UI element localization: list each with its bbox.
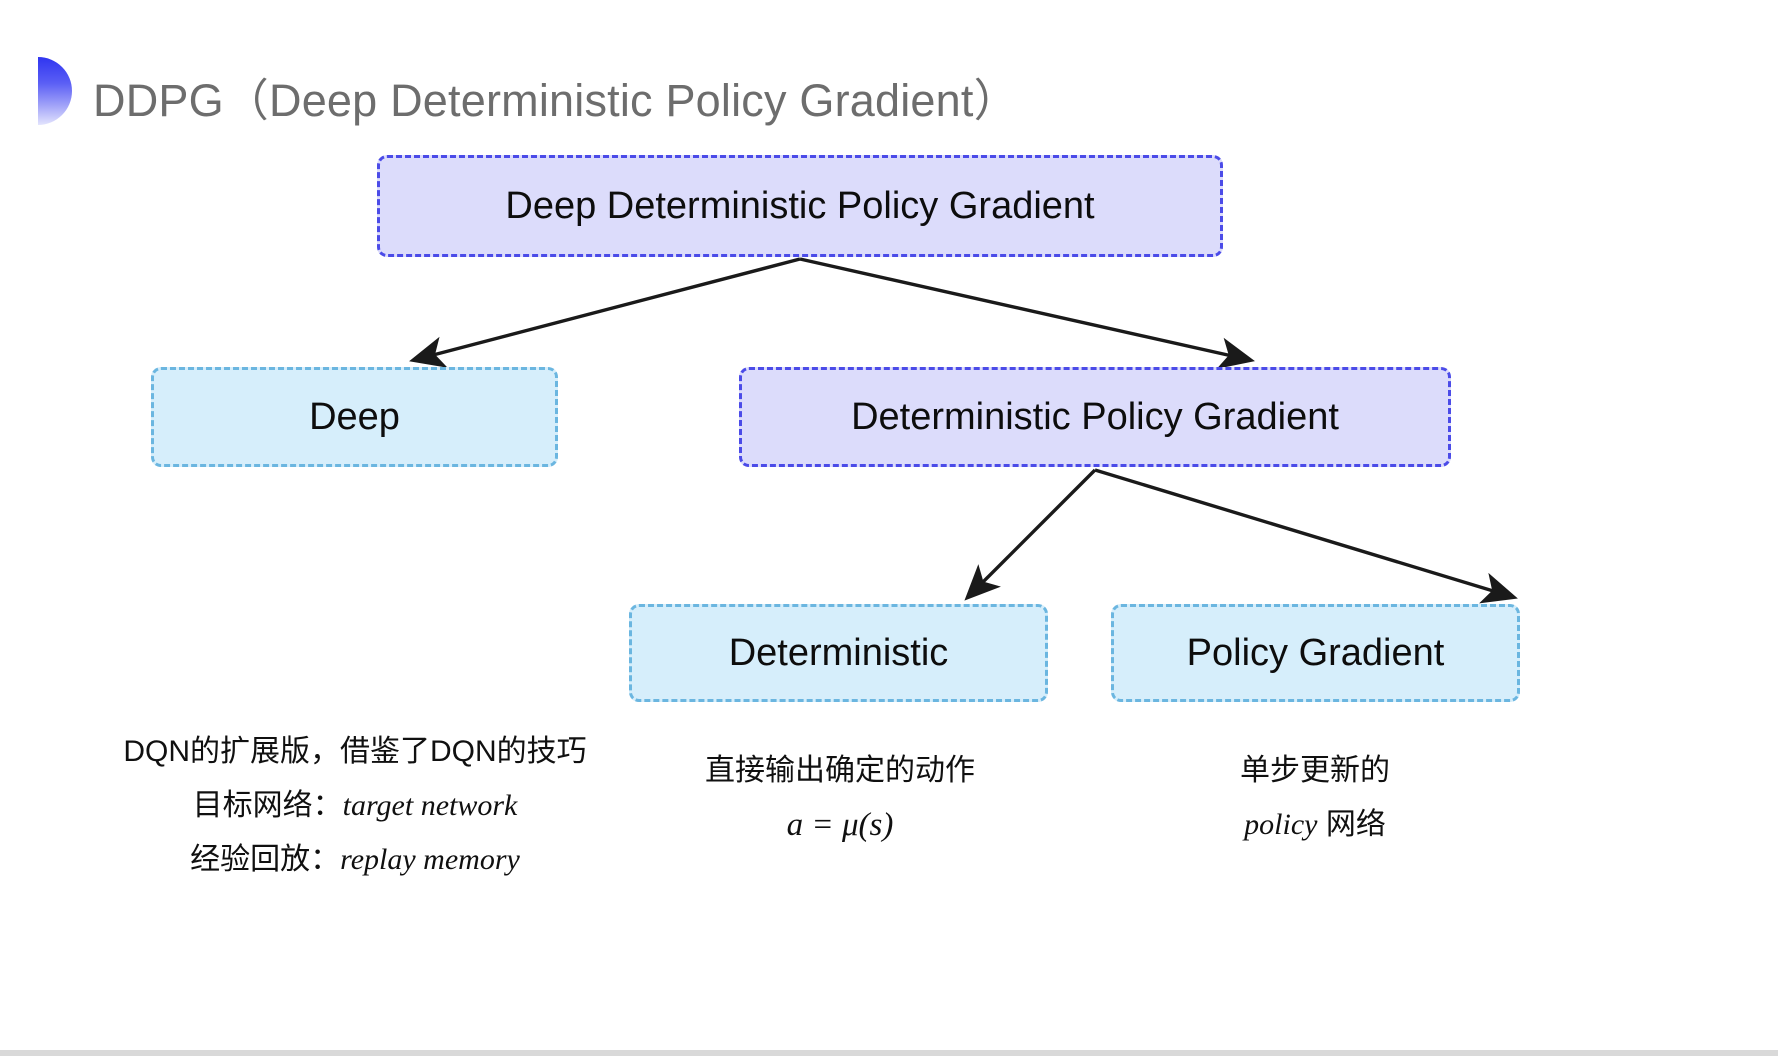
- caption-policy-gradient-tail: 网络: [1317, 808, 1386, 841]
- caption-deep-line2-label: 目标网络：: [192, 789, 343, 822]
- node-deterministic-policy-gradient[interactable]: Deterministic Policy Gradient: [739, 367, 1451, 467]
- node-policy-gradient[interactable]: Policy Gradient: [1111, 604, 1520, 702]
- caption-deep-line1: DQN的扩展版，借鉴了DQN的技巧: [123, 735, 587, 768]
- caption-deterministic-formula: a = μ(s): [786, 807, 894, 843]
- caption-policy-gradient-line2: policy 网络: [1165, 798, 1465, 852]
- caption-deterministic: 直接输出确定的动作 a = μ(s): [690, 744, 990, 852]
- caption-policy-gradient: 单步更新的 policy 网络: [1165, 744, 1465, 852]
- caption-deep-line3-term: replay memory: [340, 843, 520, 876]
- caption-policy-gradient-term: policy: [1244, 808, 1318, 841]
- caption-deep-line2: 目标网络：target network: [70, 779, 640, 833]
- caption-deep-line3: 经验回放：replay memory: [70, 833, 640, 887]
- caption-deep: DQN的扩展版，借鉴了DQN的技巧 目标网络：target network 经验…: [70, 725, 640, 887]
- node-deterministic[interactable]: Deterministic: [629, 604, 1048, 702]
- bottom-divider: [0, 1050, 1778, 1056]
- node-deep[interactable]: Deep: [151, 367, 558, 467]
- caption-deep-line3-label: 经验回放：: [190, 843, 341, 876]
- edge-root-to-deep: [409, 257, 801, 368]
- caption-policy-gradient-line1: 单步更新的: [1240, 754, 1390, 787]
- edge-dpg-to-policy-gradient: [1094, 468, 1518, 604]
- edge-dpg-to-deterministic: [964, 468, 1097, 601]
- caption-deterministic-line1: 直接输出确定的动作: [705, 754, 975, 787]
- edge-root-to-dpg: [799, 257, 1255, 369]
- caption-deep-line2-term: target network: [342, 789, 518, 822]
- page-title: DDPG（Deep Deterministic Policy Gradient）: [93, 75, 1019, 126]
- title-bullet-icon: [38, 57, 72, 125]
- node-deep-deterministic-policy-gradient[interactable]: Deep Deterministic Policy Gradient: [377, 155, 1223, 257]
